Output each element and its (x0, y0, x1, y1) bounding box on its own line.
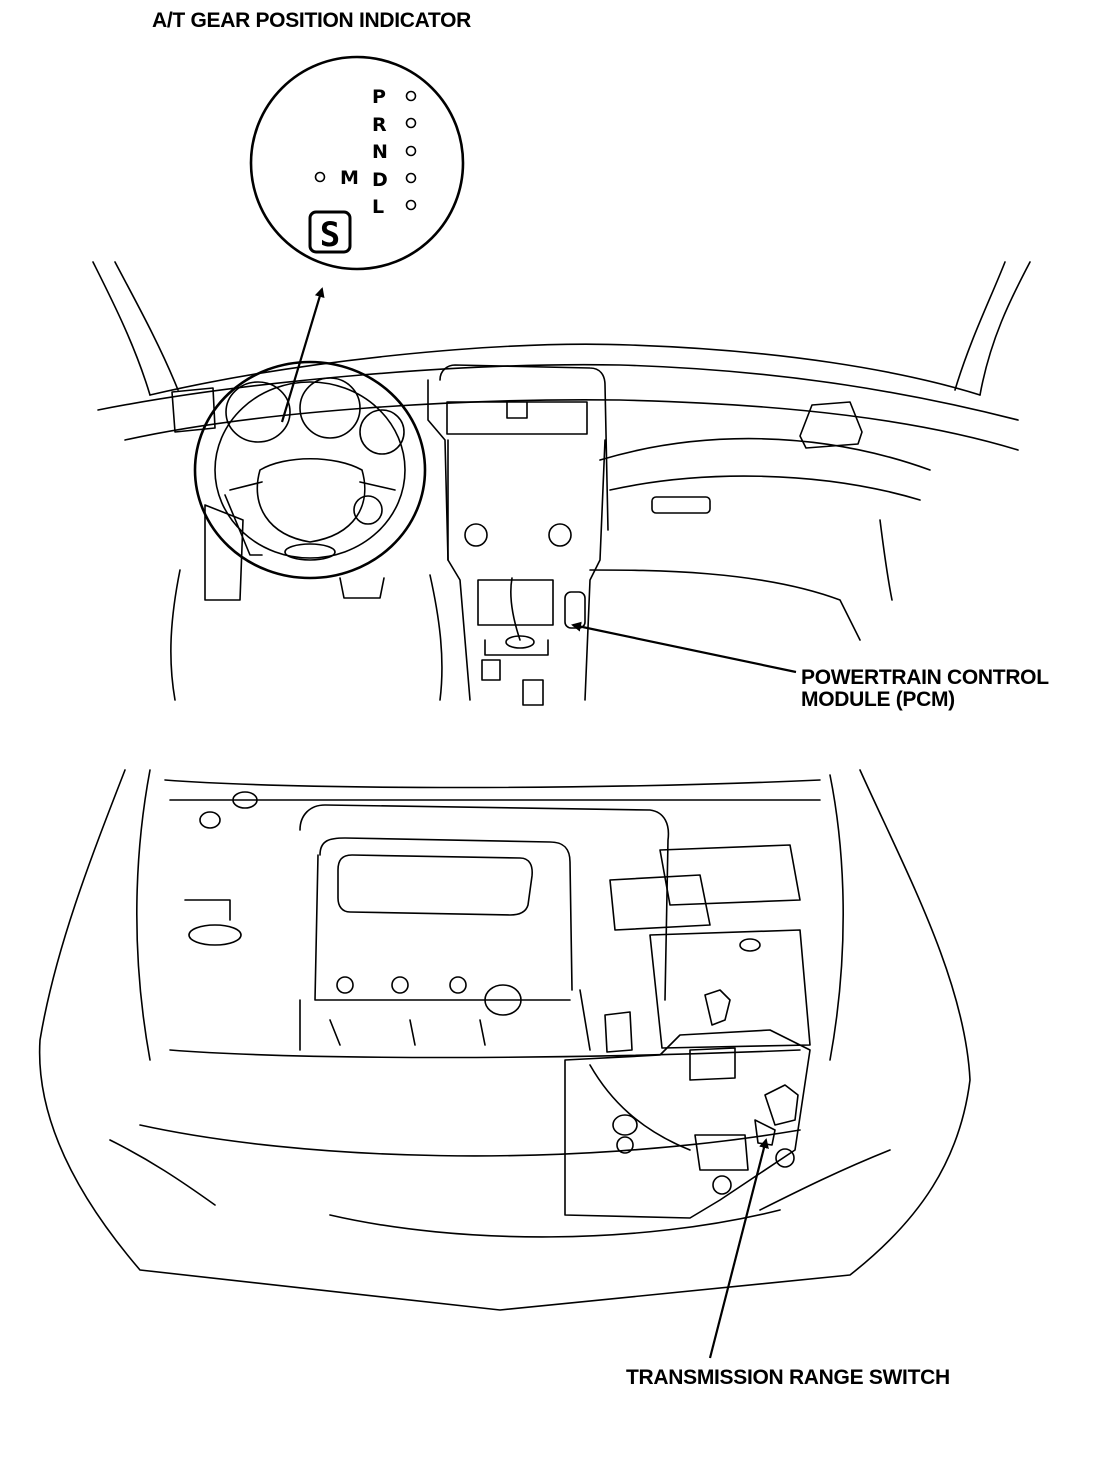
pcm-pointer-arrow (571, 621, 797, 674)
gear-letter-r: R (372, 114, 387, 136)
gear-indicator-zoom: P R N D L M S (249, 55, 465, 271)
pcm-callout-line-2: MODULE (PCM) (801, 688, 955, 711)
indicator-pointer-arrow (280, 287, 325, 423)
diagram-title: A/T GEAR POSITION INDICATOR (152, 9, 471, 32)
transmission-range-switch-label: TRANSMISSION RANGE SWITCH (626, 1366, 950, 1389)
gear-letter-d: D (372, 169, 388, 191)
gear-letter-n: N (372, 141, 388, 163)
gear-letters: P R N D L M (340, 86, 388, 218)
pcm-callout-label: POWERTRAIN CONTROL MODULE (PCM) (801, 667, 1049, 711)
digit-display-value: S (320, 215, 340, 255)
digit-display: S (308, 210, 352, 255)
gear-indicator-lamps (314, 90, 417, 211)
engine-bay-drawing (38, 769, 971, 1311)
gear-letter-p: P (372, 86, 386, 108)
gear-letter-m: M (340, 167, 359, 189)
gear-letter-l: L (372, 196, 384, 218)
transmission-range-switch-pointer-arrow (708, 1138, 769, 1359)
dashboard-drawing (92, 261, 1031, 706)
pcm-callout-line-1: POWERTRAIN CONTROL (801, 666, 1049, 689)
